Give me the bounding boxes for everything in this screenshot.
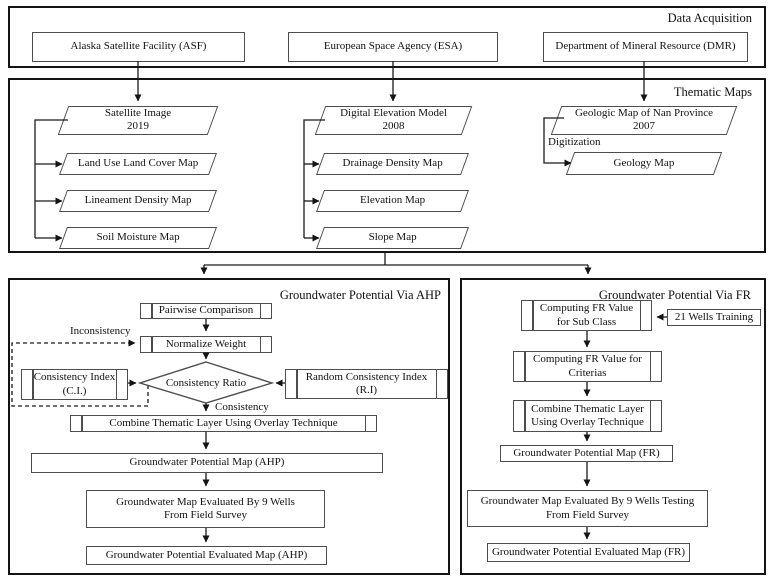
node-drainage-density-map: Drainage Density Map bbox=[315, 153, 470, 175]
node-groundwater-evaluated-map-fr: Groundwater Potential Evaluated Map (FR) bbox=[487, 543, 690, 562]
node-groundwater-evaluated-map-ahp: Groundwater Potential Evaluated Map (AHP… bbox=[86, 546, 327, 565]
section-groundwater-ahp: Groundwater Potential Via AHP bbox=[8, 278, 450, 575]
node-geologic-map-nan-province: Geologic Map of Nan Province 2007 bbox=[550, 106, 738, 135]
label-text: Geologic Map of Nan Province 2007 bbox=[574, 107, 714, 133]
node-combine-overlay-ahp: Combine Thematic Layer Using Overlay Tec… bbox=[70, 415, 377, 432]
label-text: Geology Map bbox=[613, 156, 675, 169]
node-groundwater-potential-map-ahp: Groundwater Potential Map (AHP) bbox=[31, 453, 383, 473]
node-groundwater-potential-map-fr: Groundwater Potential Map (FR) bbox=[500, 445, 673, 462]
section-groundwater-fr: Groundwater Potential Via FR bbox=[460, 278, 766, 575]
node-lineament-density-map: Lineament Density Map bbox=[58, 190, 218, 212]
node-slope-map: Slope Map bbox=[315, 227, 470, 249]
node-asf: Alaska Satellite Facility (ASF) bbox=[32, 32, 245, 62]
edge-label-inconsistency: Inconsistency bbox=[70, 325, 131, 337]
label-text: Slope Map bbox=[368, 231, 417, 244]
node-normalize-weight: Normalize Weight bbox=[140, 336, 272, 353]
node-geology-map: Geology Map bbox=[565, 152, 723, 175]
label-text: Drainage Density Map bbox=[342, 157, 443, 170]
node-satellite-image: Satellite Image 2019 bbox=[57, 106, 219, 135]
node-land-use-land-cover-map: Land Use Land Cover Map bbox=[58, 153, 218, 175]
label-text: Satellite Image 2019 bbox=[104, 107, 172, 133]
node-groundwater-evaluated-fr: Groundwater Map Evaluated By 9 Wells Tes… bbox=[467, 490, 708, 527]
section-label-groundwater-fr: Groundwater Potential Via FR bbox=[598, 288, 751, 302]
edge-label-digitization: Digitization bbox=[548, 136, 601, 148]
label-text: Soil Moisture Map bbox=[96, 231, 180, 244]
label-text: Lineament Density Map bbox=[84, 194, 192, 207]
section-thematic-maps: Thematic Maps bbox=[8, 78, 766, 253]
node-esa: European Space Agency (ESA) bbox=[288, 32, 498, 62]
section-label-data-acquisition: Data Acquisition bbox=[667, 11, 752, 25]
section-label-groundwater-ahp: Groundwater Potential Via AHP bbox=[279, 288, 441, 302]
node-groundwater-evaluated-ahp: Groundwater Map Evaluated By 9 Wells Fro… bbox=[86, 490, 325, 528]
label-text: Digital Elevation Model 2008 bbox=[340, 107, 447, 133]
node-digital-elevation-model: Digital Elevation Model 2008 bbox=[314, 106, 473, 135]
node-pairwise-comparison: Pairwise Comparison bbox=[140, 303, 272, 319]
node-wells-training: 21 Wells Training bbox=[667, 309, 761, 326]
node-random-consistency-index: Random Consistency Index (R.I) bbox=[285, 369, 448, 399]
section-data-acquisition: Data Acquisition bbox=[8, 6, 766, 68]
section-label-thematic-maps: Thematic Maps bbox=[673, 85, 752, 99]
node-consistency-index: Consistency Index (C.I.) bbox=[21, 369, 128, 400]
label-text: Land Use Land Cover Map bbox=[77, 157, 199, 170]
node-dmr: Department of Mineral Resource (DMR) bbox=[543, 32, 748, 62]
edge-label-consistency: Consistency bbox=[215, 401, 269, 413]
label-text: Elevation Map bbox=[359, 194, 426, 207]
node-combine-overlay-fr: Combine Thematic Layer Using Overlay Tec… bbox=[513, 400, 662, 432]
node-fr-value-subclass: Computing FR Value for Sub Class bbox=[521, 300, 652, 331]
node-soil-moisture-map: Soil Moisture Map bbox=[58, 227, 218, 249]
node-elevation-map: Elevation Map bbox=[315, 190, 470, 212]
node-fr-value-criterias: Computing FR Value for Criterias bbox=[513, 351, 662, 382]
